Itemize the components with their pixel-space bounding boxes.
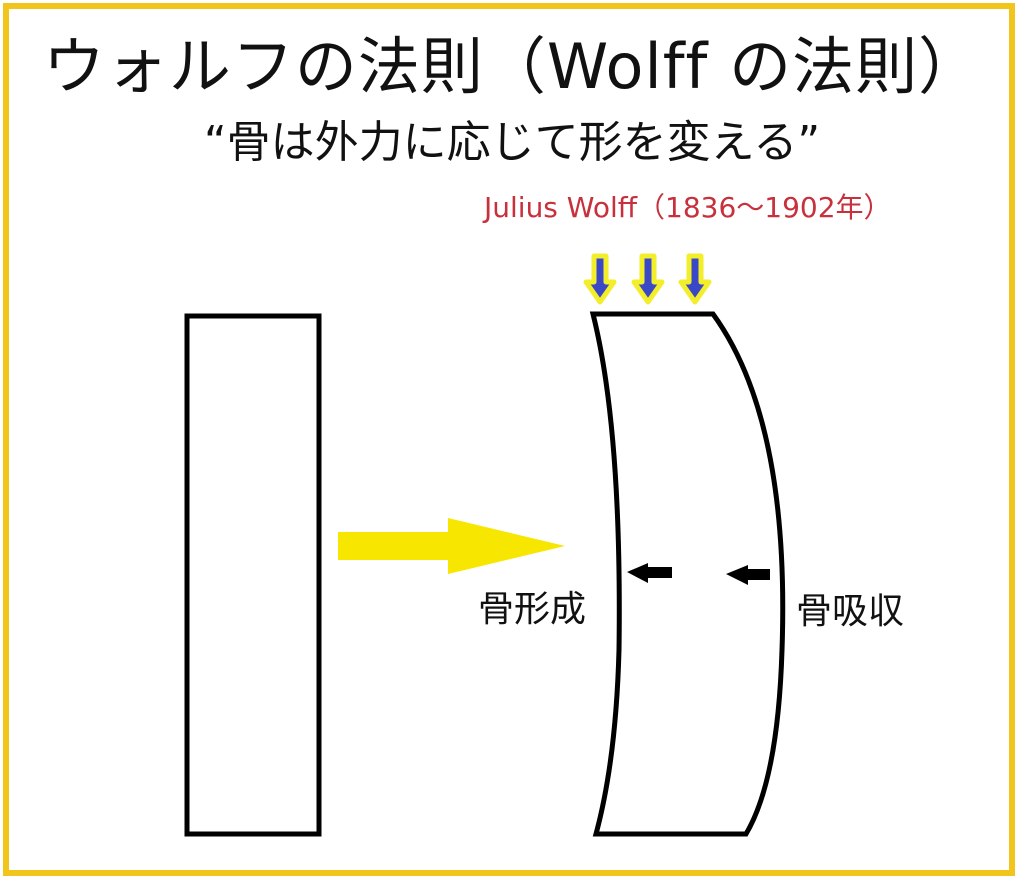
subtitle-quote: “骨は外力に応じて形を変える” — [203, 117, 821, 168]
load-arrow-icon — [583, 253, 617, 305]
load-arrow-icon — [631, 253, 665, 305]
author-credit: Julius Wolff（1836～1902年） — [484, 191, 892, 224]
bone-resorption-label: 骨吸収 — [796, 591, 905, 632]
transition-arrow-icon — [338, 518, 565, 574]
yellow-frame — [3, 3, 1015, 876]
bone-formation-label: 骨形成 — [478, 589, 587, 630]
load-arrow-icon — [678, 253, 712, 305]
arrow-left-resorption-icon — [726, 565, 770, 585]
page-title: ウォルフの法則（Wolff の法則） — [42, 30, 982, 103]
curved-bone-shape — [589, 311, 786, 837]
arrow-left-formation-icon — [627, 563, 672, 583]
straight-bone-shape — [184, 313, 322, 837]
